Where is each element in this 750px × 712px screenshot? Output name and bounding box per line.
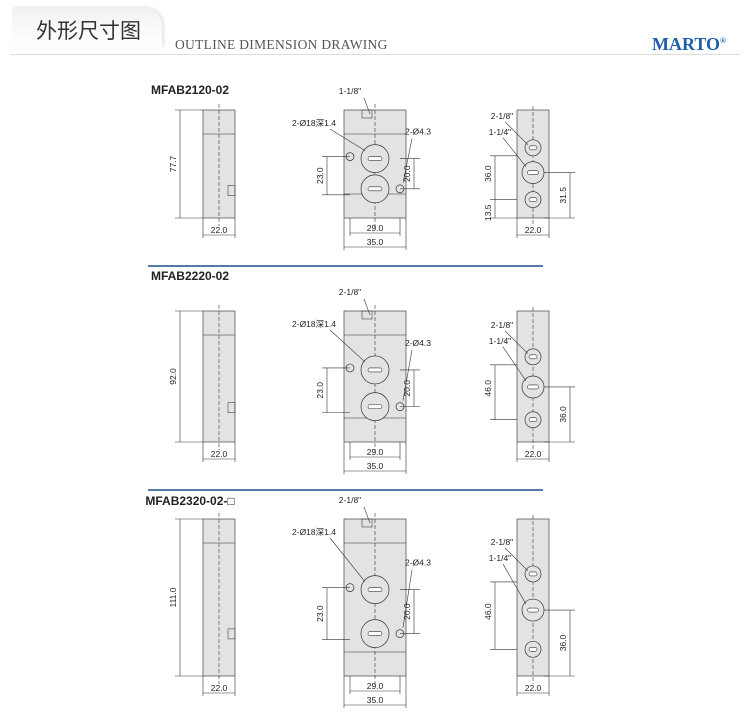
leader-line xyxy=(329,128,366,151)
height-dimension: 77.7 xyxy=(168,155,178,172)
port-b-label: 1-1/4" xyxy=(489,336,511,346)
port-slot xyxy=(367,156,383,161)
side-view-tab xyxy=(227,628,236,640)
side-width-dimension: 22.0 xyxy=(211,449,228,459)
top-port xyxy=(361,109,373,119)
port-slot xyxy=(367,367,383,373)
port-slot xyxy=(367,404,383,409)
port-slot xyxy=(528,417,538,423)
dim-left: 23.0 xyxy=(315,605,325,622)
mount-hole-label: 2-Ø4.3 xyxy=(405,338,431,348)
drawing-section: MFAB2120-02 77.7 22.0 1-1/8" 2-Ø18深1.4 2-Ø4.3… xyxy=(148,83,575,267)
top-port xyxy=(361,518,373,528)
dim-inner: 29.0 xyxy=(367,223,384,233)
port-slot xyxy=(367,631,383,636)
top-port-label: 2-1/8" xyxy=(339,287,361,297)
header-divider xyxy=(10,54,740,55)
port-b-label: 1-1/4" xyxy=(489,553,511,563)
port-a-label: 2-1/8" xyxy=(491,537,513,547)
rv-width-dimension: 22.0 xyxy=(525,225,542,235)
model-title: MFAB2220-02 xyxy=(151,269,229,283)
port-slot xyxy=(527,384,539,390)
port-slot xyxy=(367,186,383,192)
port-a-label: 2-1/8" xyxy=(491,320,513,330)
page-title: 外形尺寸图 xyxy=(36,19,141,43)
dim-inner: 29.0 xyxy=(367,447,384,457)
port-slot xyxy=(528,647,538,652)
leader-line xyxy=(502,346,527,382)
rv-dim-left: 46.0 xyxy=(483,380,493,397)
port-a-label: 2-1/8" xyxy=(491,111,513,121)
height-dimension: 92.0 xyxy=(168,368,178,385)
brand-name: MARTO xyxy=(652,34,721,54)
port-slot xyxy=(528,354,538,360)
model-title: MFAB2320-02-□ xyxy=(145,494,234,508)
side-view-tab xyxy=(227,185,236,196)
leader-line xyxy=(502,563,527,605)
brand-logo: MARTO® xyxy=(652,34,726,55)
height-dimension: 111.0 xyxy=(168,587,178,607)
rv-width-dimension: 22.0 xyxy=(525,683,542,693)
port-slot xyxy=(528,197,538,202)
rv-dim-left: 46.0 xyxy=(483,603,493,620)
side-width-dimension: 22.0 xyxy=(211,683,228,693)
mount-hole-label: 2-Ø4.3 xyxy=(405,127,431,137)
dim-right: 20.0 xyxy=(402,380,412,397)
pilot-label: 2-Ø18深1.4 xyxy=(292,319,336,329)
dim-inner: 29.0 xyxy=(367,681,384,691)
top-port-label: 1-1/8" xyxy=(339,86,361,96)
leader-line xyxy=(502,137,527,167)
side-width-dimension: 22.0 xyxy=(211,225,228,235)
dim-outer: 35.0 xyxy=(367,237,384,247)
leader-line xyxy=(504,121,529,146)
dim-outer: 35.0 xyxy=(367,695,384,705)
rv-width-dimension: 22.0 xyxy=(525,449,542,459)
dim-right: 20.0 xyxy=(402,603,412,620)
dim-right: 20.0 xyxy=(402,165,412,182)
drawing-section: MFAB2320-02-□ 111.0 22.0 2-1/8" 2-Ø18深1.4 2-Ø… xyxy=(145,494,575,708)
dim-left: 23.0 xyxy=(315,382,325,399)
port-slot xyxy=(367,587,383,592)
pilot-label: 2-Ø18深1.4 xyxy=(292,118,336,128)
port-slot xyxy=(528,571,538,577)
port-slot xyxy=(527,170,539,175)
rv-dim-low: 13.5 xyxy=(483,204,493,221)
leader-line xyxy=(329,329,366,363)
leader-line xyxy=(504,330,529,355)
leader-line xyxy=(329,537,366,582)
side-view-tab xyxy=(227,402,236,414)
rv-dim-left: 36.0 xyxy=(483,165,493,182)
dim-outer: 35.0 xyxy=(367,461,384,471)
port-slot xyxy=(527,607,539,613)
header-tab xyxy=(12,8,162,48)
leader-line xyxy=(504,547,529,572)
leader-line xyxy=(402,569,413,628)
leader-line xyxy=(363,298,371,316)
leader-line xyxy=(363,97,371,115)
page-subtitle: OUTLINE DIMENSION DRAWING xyxy=(175,37,388,52)
top-port-label: 2-1/8" xyxy=(339,495,361,505)
leader-line xyxy=(363,506,371,524)
top-port xyxy=(361,310,373,320)
dim-left: 23.0 xyxy=(315,167,325,184)
drawing-section: MFAB2220-02 92.0 22.0 2-1/8" 2-Ø18深1.4 2-Ø4.3… xyxy=(148,269,575,491)
brand-mark: ® xyxy=(720,36,727,45)
rv-dim-right: 36.0 xyxy=(558,406,568,423)
port-b-label: 1-1/4" xyxy=(489,127,511,137)
model-title: MFAB2120-02 xyxy=(151,83,229,97)
rv-dim-right: 36.0 xyxy=(558,634,568,651)
pilot-label: 2-Ø18深1.4 xyxy=(292,527,336,537)
leader-line xyxy=(402,138,413,183)
port-slot xyxy=(528,145,538,151)
rv-dim-right: 31.5 xyxy=(558,187,568,204)
leader-line xyxy=(402,349,413,401)
mount-hole-label: 2-Ø4.3 xyxy=(405,558,431,568)
